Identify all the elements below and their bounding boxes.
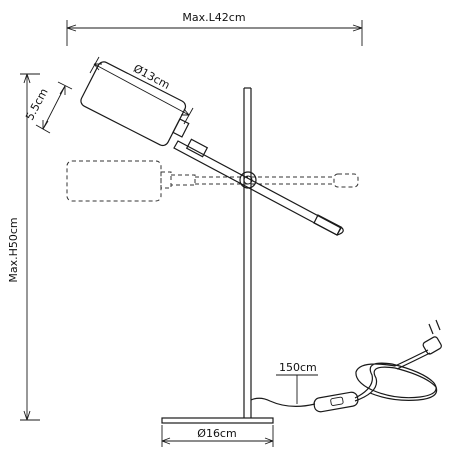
lamp-shade <box>80 61 190 147</box>
inline-switch <box>313 391 359 413</box>
pivot-joint <box>239 171 257 189</box>
max-height-label: Max.H50cm <box>7 217 20 282</box>
cable-length-label: 150cm <box>279 361 317 374</box>
plug <box>422 319 442 355</box>
power-cable <box>250 349 438 407</box>
base-diameter-label: Ø16cm <box>197 427 236 440</box>
max-height-dimension: Max.H50cm <box>7 73 40 421</box>
cable-length-callout: 150cm <box>276 361 318 404</box>
shade-depth-dimension: 5.5cm <box>23 81 73 134</box>
lamp-arm <box>173 138 344 236</box>
shade-diameter-dimension: Ø13cm <box>89 56 194 125</box>
max-length-dimension: Max.L42cm <box>66 11 363 46</box>
lamp-pole <box>243 87 252 418</box>
base-diameter-dimension: Ø16cm <box>161 425 274 447</box>
horizontal-arm-ghost <box>66 160 359 202</box>
lamp-base <box>161 417 274 424</box>
max-length-label: Max.L42cm <box>182 11 245 24</box>
